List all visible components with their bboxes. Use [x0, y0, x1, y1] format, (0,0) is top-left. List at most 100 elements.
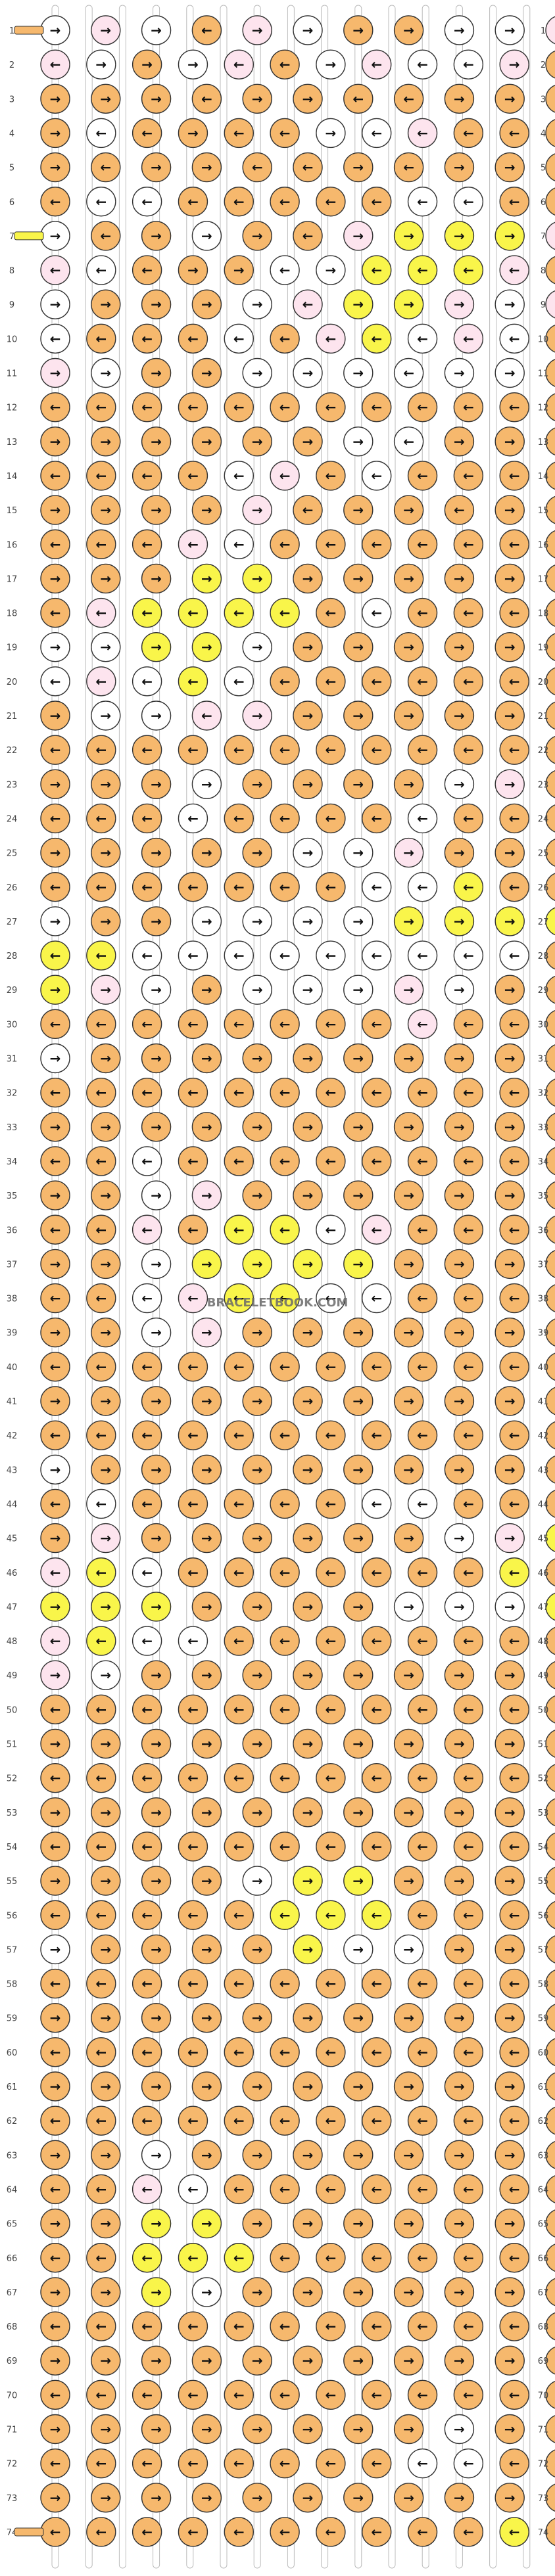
- knot: ←: [40, 1900, 70, 1930]
- row-label-right: 52: [538, 1774, 549, 1784]
- knot: →: [495, 152, 525, 183]
- row-label-left: 6: [9, 198, 14, 208]
- arrow-right-icon: →: [454, 1873, 465, 1889]
- knot: →: [242, 2002, 272, 2033]
- knot-circle: [545, 2312, 555, 2341]
- knot-circle: [293, 1728, 323, 1759]
- knot: ←: [316, 323, 346, 354]
- arrow-right-icon: →: [252, 296, 263, 312]
- arrow-right-icon: →: [352, 708, 364, 724]
- arrow-right-icon: →: [504, 2010, 516, 2026]
- knot-circle: [40, 1352, 70, 1382]
- arrow-right-icon: →: [201, 228, 212, 244]
- knot-circle: [407, 1900, 438, 1930]
- knot: ←: [499, 940, 529, 971]
- arrow-left-icon: ←: [509, 1701, 520, 1717]
- knot-circle: [495, 1797, 525, 1828]
- knot: →: [444, 357, 475, 388]
- knot: →: [191, 1797, 222, 1828]
- knot: ←: [453, 1283, 484, 1314]
- knot: ←: [40, 1352, 70, 1382]
- row-label-left: 30: [7, 1020, 18, 1030]
- knot-circle: [407, 2380, 438, 2410]
- knot-circle: [495, 1112, 525, 1142]
- knot: ←: [178, 2448, 208, 2479]
- arrow-right-icon: →: [100, 776, 111, 792]
- knot-circle: [362, 803, 392, 834]
- arrow-left-icon: ←: [141, 2044, 153, 2060]
- arrow-right-icon: →: [352, 1051, 364, 1067]
- arrow-left-icon: ←: [417, 1291, 428, 1306]
- knot: →: [495, 1523, 525, 1553]
- knot-circle: [499, 1488, 529, 1519]
- arrow-right-icon: →: [352, 160, 364, 175]
- knot-circle: [91, 1180, 121, 1210]
- knot: ←: [40, 2380, 70, 2410]
- arrow-left-icon: ←: [403, 365, 414, 381]
- knot: →: [242, 769, 272, 800]
- arrow-right-icon: →: [352, 1599, 364, 1615]
- row-label-right: 71: [538, 2426, 549, 2435]
- knot-circle: [444, 1797, 475, 1828]
- row-label-right: 53: [538, 1808, 549, 1818]
- knot-circle: [270, 1214, 300, 1245]
- arrow-right-icon: →: [302, 1393, 314, 1409]
- knot: ←: [407, 1214, 438, 1245]
- knot-circle: [316, 1420, 346, 1450]
- knot: →: [40, 1317, 70, 1348]
- arrow-right-icon: →: [252, 2353, 263, 2368]
- knot: →: [242, 1112, 272, 1142]
- knot-circle: [444, 495, 475, 525]
- knot-circle: [141, 1317, 172, 1348]
- knot-circle: [191, 1866, 222, 1896]
- arrow-left-icon: ←: [141, 1907, 153, 1923]
- knot-circle: [40, 1866, 70, 1896]
- knot: →: [141, 906, 172, 936]
- knot: ←: [178, 1009, 208, 1040]
- knot-circle: [495, 2483, 525, 2513]
- knot-circle: [40, 872, 70, 902]
- arrow-right-icon: →: [252, 22, 263, 38]
- knot: ←: [40, 1009, 70, 1040]
- arrow-left-icon: ←: [95, 742, 107, 758]
- knot-circle: [86, 1694, 116, 1725]
- knot-circle: [141, 1728, 172, 1759]
- row-label-left: 2: [9, 60, 14, 70]
- knot-circle: [132, 1077, 162, 1108]
- arrow-right-icon: →: [151, 1530, 162, 1546]
- knot: ←: [343, 83, 374, 114]
- knot: ←: [270, 1900, 300, 1930]
- arrow-right-icon: →: [50, 1256, 61, 1272]
- knot: ←: [316, 2517, 346, 2547]
- arrow-right-icon: →: [302, 2010, 314, 2026]
- arrow-right-icon: →: [504, 2490, 516, 2506]
- row-label-right: 34: [538, 1157, 549, 1167]
- knot-circle: [499, 872, 529, 902]
- knot-circle: [453, 1488, 484, 1519]
- knot-circle: [224, 2105, 254, 2136]
- knot: →: [242, 15, 272, 45]
- knot: ←: [40, 1694, 70, 1725]
- arrow-right-icon: →: [252, 1393, 263, 1409]
- arrow-right-icon: →: [504, 2353, 516, 2368]
- knot-circle: [407, 1352, 438, 1382]
- arrow-left-icon: ←: [187, 1153, 199, 1169]
- knot: ←: [178, 1420, 208, 1450]
- knot: ←: [407, 1831, 438, 1862]
- row-label-left: 46: [7, 1569, 18, 1578]
- knot: →: [293, 1317, 323, 1348]
- arrow-right-icon: →: [252, 1667, 263, 1683]
- arrow-left-icon: ←: [141, 125, 153, 141]
- knot-circle: [40, 563, 70, 594]
- knot: ←: [40, 1488, 70, 1519]
- knot-circle: [86, 2037, 116, 2067]
- arrow-right-icon: →: [252, 2422, 263, 2437]
- knot: ←: [86, 2174, 116, 2205]
- arrow-left-icon: ←: [279, 331, 291, 346]
- knot: →: [141, 289, 172, 319]
- knot: ←: [270, 392, 300, 423]
- knot-circle: [178, 1831, 208, 1862]
- knot: →: [444, 2140, 475, 2171]
- arrow-right-icon: →: [403, 1873, 414, 1889]
- arrow-right-icon: →: [50, 125, 61, 141]
